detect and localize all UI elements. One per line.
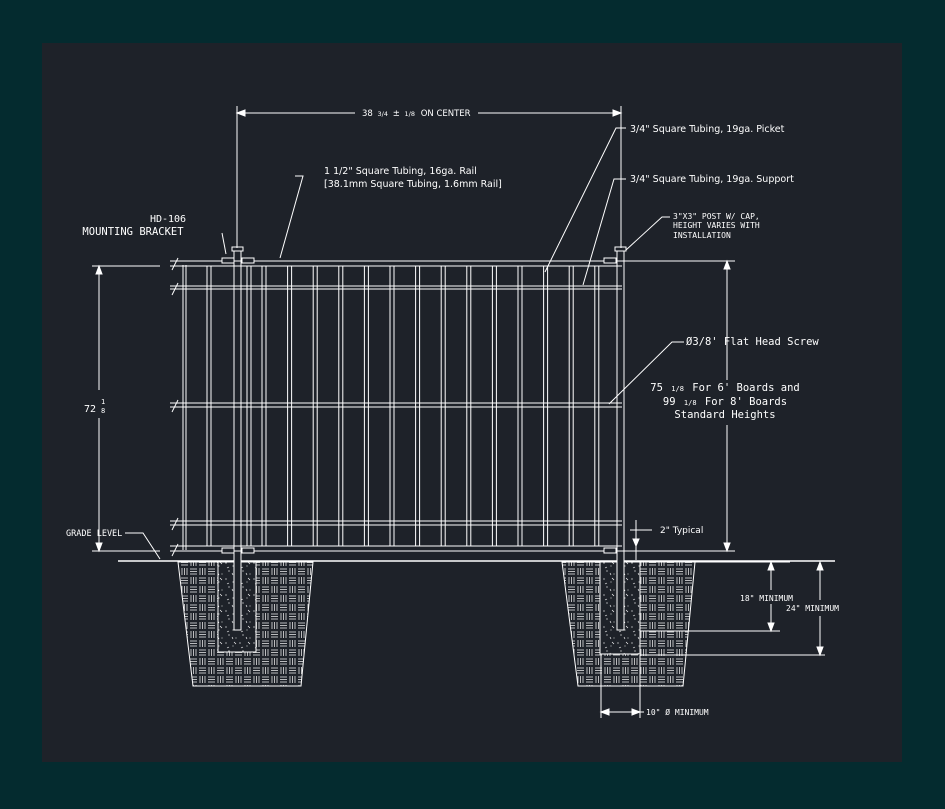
bracket [603, 257, 617, 264]
post-callout-line1: 3"X3" POST W/ CAP, [673, 212, 760, 221]
pickets [206, 266, 600, 546]
typical-dimension [630, 520, 652, 560]
rail-callout-line2: [38.1mm Square Tubing, 1.6mm Rail] [324, 179, 502, 190]
diameter-label: 10" Ø MINIMUM [646, 707, 709, 717]
bracket-callout-line2: MOUNTING BRACKET [82, 226, 184, 238]
bracket [241, 547, 255, 554]
boards-line3: Standard Heights [674, 409, 775, 421]
min18-label: 18" MINIMUM [740, 594, 793, 603]
boards-line1: 75 1/8 For 6' Boards and [650, 382, 799, 394]
panel-height-frac-den: 8 [101, 407, 105, 415]
depth-dimensions [640, 560, 825, 657]
mounting-brackets [221, 257, 617, 554]
bracket [603, 547, 617, 554]
picket-callout: 3/4" Square Tubing, 19ga. Picket [630, 124, 785, 135]
panel-height-dimension [92, 264, 160, 553]
min24-label: 24" MINIMUM [786, 604, 839, 613]
overall-height-dimension [723, 259, 731, 553]
post-callout-line2: HEIGHT VARIES WITH [673, 221, 760, 230]
rails [170, 260, 735, 552]
break-marks [171, 257, 179, 557]
on-center-dimension-text: 38 3/4 ± 1/8 ON CENTER [362, 109, 471, 119]
bracket-callout-line1: HD-106 [150, 214, 186, 225]
post-callout-line3: INSTALLATION [673, 231, 731, 240]
bracket [221, 547, 235, 554]
post-right [616, 249, 625, 631]
boards-line2: 99 1/8 For 8' Boards [663, 396, 787, 408]
bracket [241, 257, 255, 264]
on-center-dimension [235, 106, 623, 248]
leader-lines [125, 127, 684, 560]
bracket [221, 257, 235, 264]
post-left [233, 249, 242, 631]
rail-callout-line1: 1 1/2" Square Tubing, 16ga. Rail [324, 166, 477, 177]
screw-callout: Ø3/8' Flat Head Screw [686, 336, 819, 348]
footing-right [561, 561, 696, 687]
support-callout: 3/4" Square Tubing, 19ga. Support [630, 174, 794, 185]
footing-left [177, 561, 314, 687]
diameter-dimension [599, 655, 644, 718]
grade-level-label: GRADE LEVEL [66, 529, 122, 539]
typical-label: 2" Typical [660, 526, 703, 536]
panel-height-text: 72 [84, 404, 96, 415]
panel-height-frac-num: 1 [101, 398, 105, 406]
